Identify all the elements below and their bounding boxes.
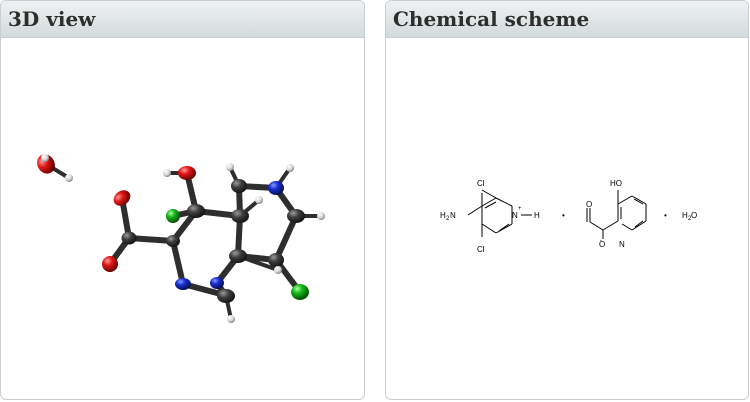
- panel-3d-view: 3D view: [0, 0, 365, 400]
- label-cl-bottom: Cl: [477, 245, 485, 254]
- separator-dot-2: •: [664, 211, 667, 220]
- label-water-o: O: [691, 211, 697, 220]
- hydrogen-atom: [227, 315, 235, 323]
- hydrogen-atom: [65, 174, 73, 182]
- carbon-atom: [166, 235, 180, 247]
- separator-dot-1: •: [562, 211, 565, 220]
- carbon-atom: [231, 209, 249, 223]
- nitrogen-atom: [175, 278, 191, 290]
- molecule-3d-viewport[interactable]: [1, 38, 364, 399]
- carbon-atom: [287, 209, 305, 223]
- hydrogen-atom: [163, 169, 171, 177]
- oxygen-atom: [113, 190, 131, 206]
- panel-title: 3D view: [8, 7, 96, 31]
- hydrogen-atom: [226, 163, 234, 171]
- chlorine-atom: [291, 284, 309, 300]
- label-water-h: H: [682, 211, 688, 220]
- panel-chemical-scheme: Chemical scheme: [385, 0, 749, 400]
- label-o-top: O: [586, 200, 592, 209]
- label-n-h: H: [534, 211, 540, 220]
- hydroxypicolinate-anion: [586, 190, 647, 239]
- hydrogen-atom: [41, 154, 49, 162]
- carbon-atom: [229, 249, 247, 263]
- label-nh2-h: H: [440, 211, 446, 220]
- oxygen-atom: [102, 256, 118, 272]
- chlorine-atom: [166, 209, 180, 223]
- hydrogen-atom: [255, 196, 263, 204]
- carbon-atom: [187, 204, 205, 218]
- chemical-scheme-canvas: Cl Cl H 2 N N + H •: [386, 38, 748, 399]
- hydrogen-atom: [274, 266, 282, 274]
- panel-header: 3D view: [1, 1, 364, 38]
- oxygen-atom: [178, 166, 196, 180]
- atom-spheres: [37, 154, 325, 323]
- hydrogen-atom: [286, 164, 294, 172]
- carbon-atom: [217, 289, 235, 303]
- carbon-atom: [268, 253, 284, 267]
- label-n-plus: N: [512, 211, 518, 220]
- carbon-atom: [231, 179, 247, 193]
- label-minus-charge: -: [600, 238, 602, 244]
- label-o-minus: O: [599, 240, 605, 249]
- label-plus-charge: +: [518, 206, 522, 212]
- chemical-scheme-drawing: Cl Cl H 2 N N + H •: [440, 179, 697, 254]
- panel-header: Chemical scheme: [386, 1, 748, 38]
- label-cl-top: Cl: [477, 179, 485, 188]
- molecule-3d-render[interactable]: [1, 38, 364, 400]
- nitrogen-atom: [268, 181, 284, 195]
- label-nh2-n: N: [450, 211, 456, 220]
- label-nh2-sub: 2: [446, 216, 450, 222]
- label-ho: HO: [610, 179, 622, 188]
- panel-title: Chemical scheme: [393, 7, 590, 31]
- label-water-sub: 2: [688, 216, 692, 222]
- hydrogen-atom: [317, 212, 325, 220]
- carbon-atom: [121, 231, 137, 245]
- pyridinium-cation: [467, 189, 532, 237]
- label-n-ring: N: [619, 240, 625, 249]
- nitrogen-atom: [210, 277, 224, 289]
